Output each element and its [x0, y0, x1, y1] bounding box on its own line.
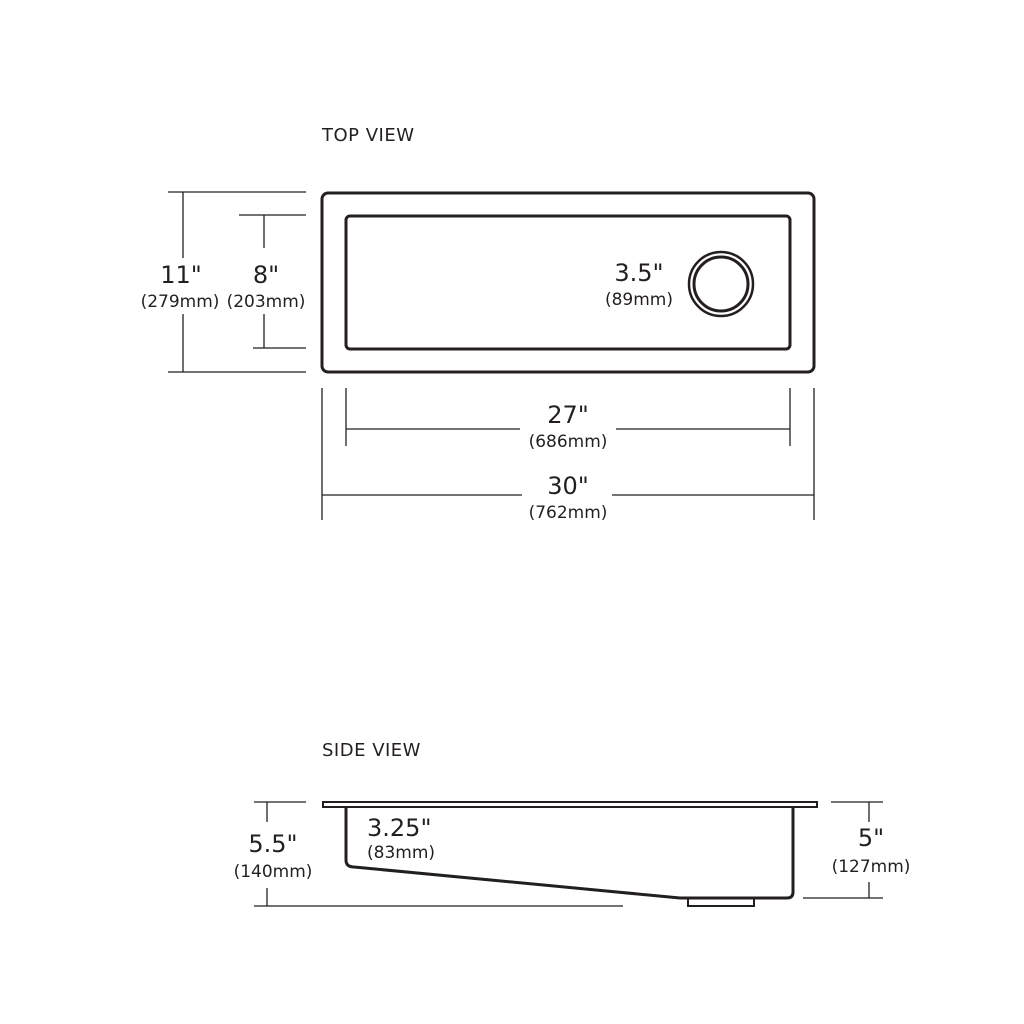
inner-height-label: 8"	[253, 261, 279, 289]
min-depth-label: 3.25"	[367, 814, 431, 842]
top-view: TOP VIEW 11" (279mm) 8" (203mm) 3.5"	[141, 125, 816, 523]
top-view-title: TOP VIEW	[321, 125, 415, 146]
max-depth-mm-label: (140mm)	[234, 862, 313, 882]
outer-width-label: 30"	[547, 472, 589, 500]
inner-width-mm-label: (686mm)	[529, 432, 608, 452]
drain-diameter-label: 3.5"	[614, 259, 663, 287]
drain-end-depth-mm-label: (127mm)	[832, 857, 911, 877]
outer-height-label: 11"	[160, 261, 202, 289]
drain-end-depth-label: 5"	[858, 824, 884, 852]
drain-diameter-mm-label: (89mm)	[605, 290, 673, 310]
min-depth-mm-label: (83mm)	[367, 843, 435, 863]
max-depth-dimension: 5.5" (140mm)	[234, 801, 623, 907]
sink-outer-rim	[320, 191, 816, 374]
outer-height-dimension: 11" (279mm)	[141, 191, 306, 373]
sink-inner-bowl	[344, 214, 792, 351]
outer-width-mm-label: (762mm)	[529, 503, 608, 523]
sink-bowl-profile	[344, 807, 795, 900]
outer-width-dimension: 30" (762mm)	[321, 388, 815, 523]
max-depth-label: 5.5"	[248, 830, 297, 858]
outer-height-mm-label: (279mm)	[141, 292, 220, 312]
drain-diameter-dimension: 3.5" (89mm)	[605, 259, 673, 310]
drain-outlet	[687, 897, 755, 907]
drain-outer-ring	[687, 250, 755, 318]
inner-width-label: 27"	[547, 401, 589, 429]
inner-height-mm-label: (203mm)	[227, 292, 306, 312]
inner-height-dimension: 8" (203mm)	[227, 214, 306, 349]
sink-rim-flange	[322, 801, 818, 808]
drain-end-depth-dimension: 5" (127mm)	[803, 801, 911, 899]
inner-width-dimension: 27" (686mm)	[345, 388, 791, 452]
side-view-title: SIDE VIEW	[322, 740, 421, 761]
min-depth-dimension: 3.25" (83mm)	[367, 814, 435, 863]
drain-inner-ring	[692, 255, 750, 313]
side-view: SIDE VIEW 5.5" (140mm) 3.25" (83mm) 5" (…	[234, 740, 911, 907]
